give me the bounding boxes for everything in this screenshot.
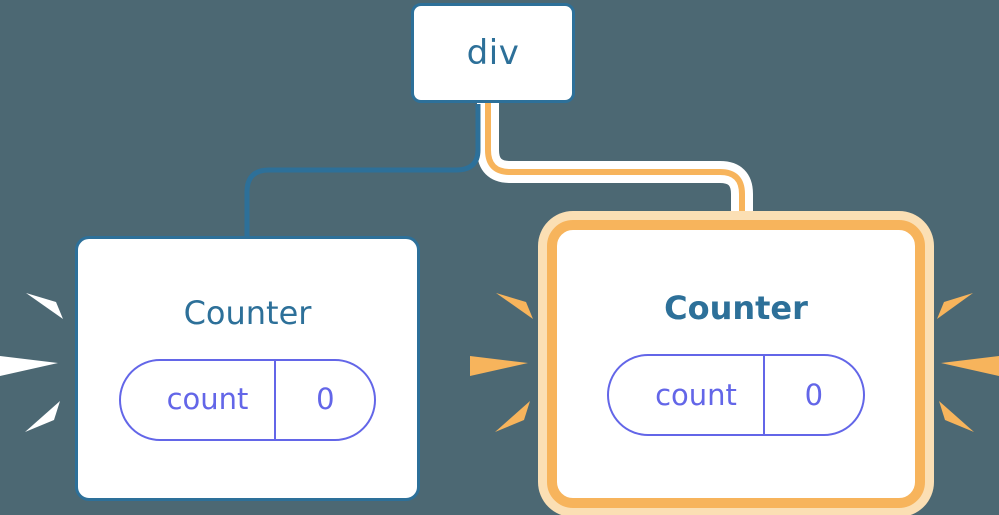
node-counter-right-label: Counter: [664, 289, 808, 327]
node-div[interactable]: div: [411, 3, 575, 103]
state-pill-left: count 0: [118, 358, 377, 441]
state-value-label: 0: [762, 356, 863, 434]
state-pill-right: count 0: [607, 354, 865, 436]
node-counter-left[interactable]: Counter count 0: [75, 236, 420, 501]
node-counter-right[interactable]: Counter count 0: [547, 220, 925, 508]
state-value-label: 0: [274, 360, 374, 439]
state-key-label: count: [166, 382, 249, 416]
node-counter-left-label: Counter: [183, 293, 312, 332]
edge-root-to-counter-right-halo: [477, 100, 753, 232]
state-key-label: count: [655, 377, 737, 412]
edge-root-to-counter-right: [485, 100, 745, 232]
node-div-label: div: [466, 33, 520, 73]
edge-root-to-counter-left: [244, 104, 481, 240]
